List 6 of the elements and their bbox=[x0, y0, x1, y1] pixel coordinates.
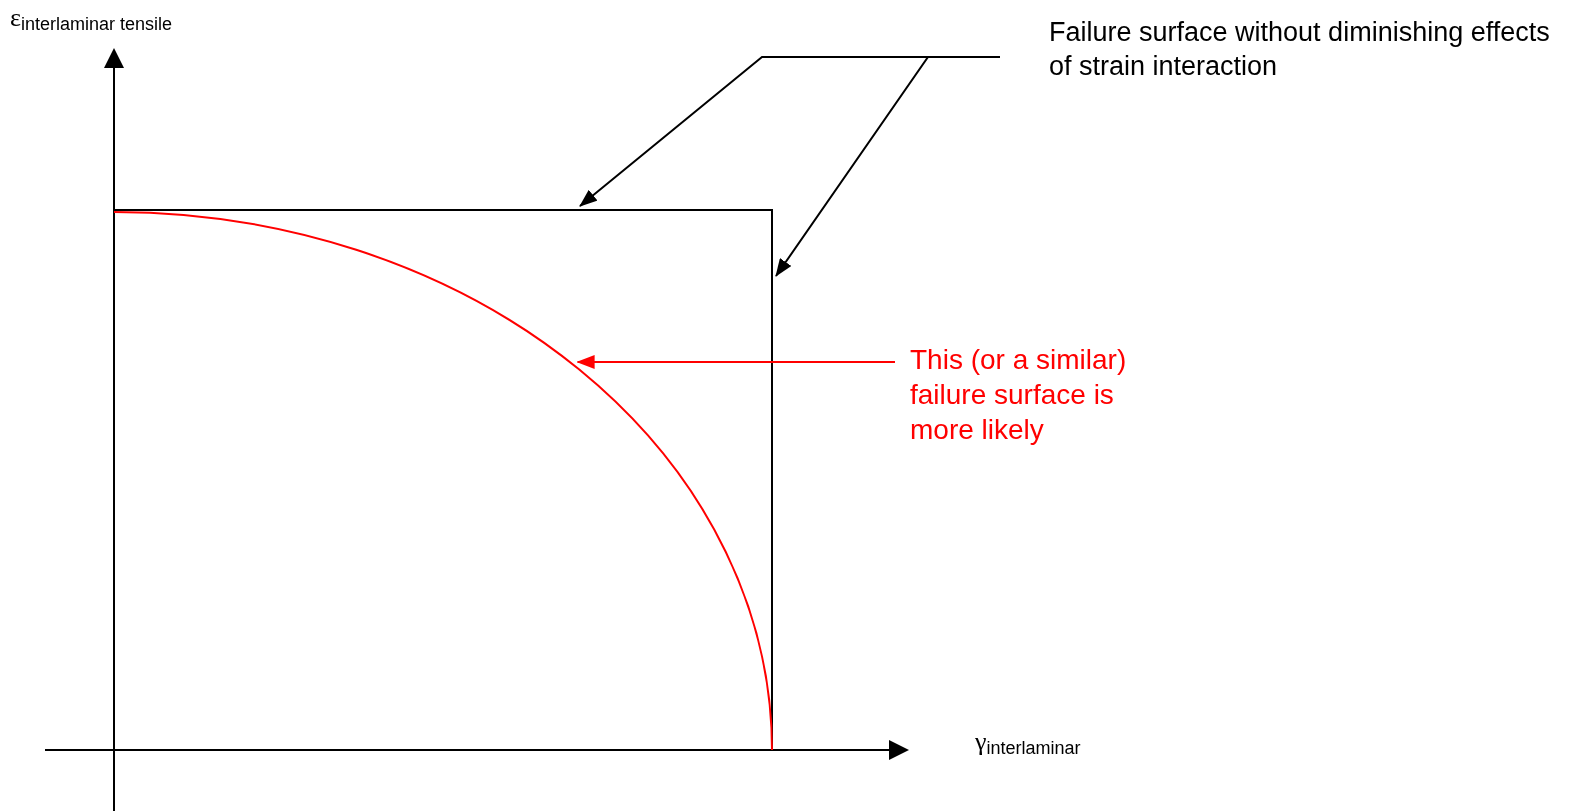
leader-arrow bbox=[775, 56, 1001, 277]
axis-label: γ$_{interlaminar}$ bbox=[975, 726, 1081, 760]
callout-text: This (or a similar) failure surface is more likely bbox=[910, 342, 1180, 447]
axis-label: ε$_{interlaminar tensile}$ bbox=[10, 2, 172, 36]
leader-arrow bbox=[576, 355, 896, 369]
callout-text: Failure surface without diminishing effects of strain interaction bbox=[1049, 16, 1569, 84]
